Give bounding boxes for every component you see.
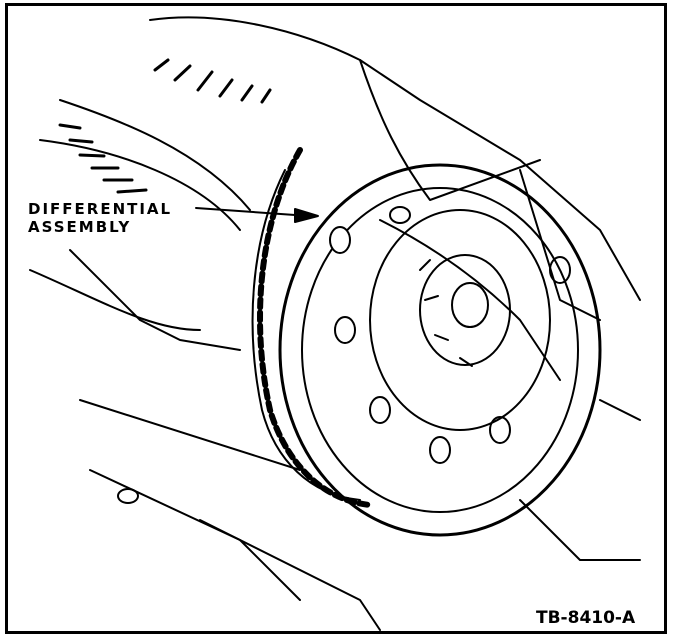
figure-number: TB-8410-A (536, 608, 636, 628)
callout-label-line2: ASSEMBLY (28, 218, 132, 236)
callout-label-line1: DIFFERENTIAL (28, 200, 173, 218)
callout-leader (195, 207, 319, 223)
figure-frame (5, 3, 667, 634)
differential-carrier (329, 206, 571, 464)
transaxle-housing (29, 16, 641, 631)
housing-fins (58, 58, 272, 194)
bolt (117, 488, 139, 504)
